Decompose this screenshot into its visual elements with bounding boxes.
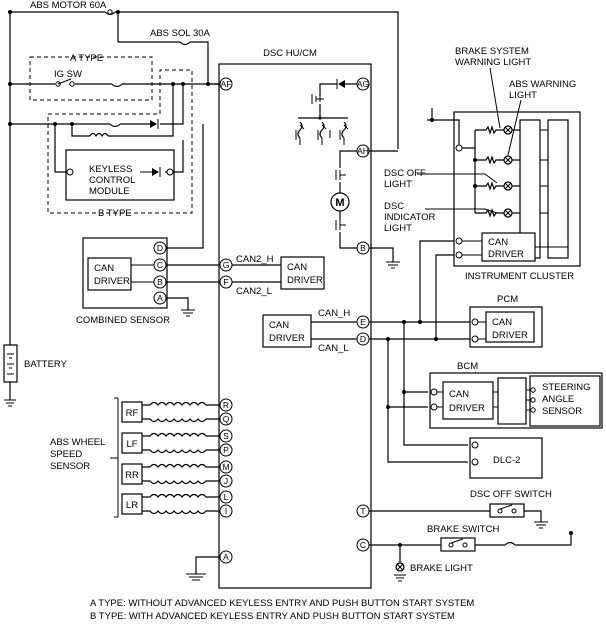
combined-can-line2: DRIVER: [94, 276, 130, 287]
dlc-label: DLC-2: [493, 455, 520, 466]
combined-sensor: CAN DRIVER D C B A COMBINED SENSOR: [76, 124, 220, 326]
brake-light-label: BRAKE LIGHT: [410, 563, 473, 574]
dsc-can2-driver-line1: CAN: [287, 262, 307, 273]
abs-wheel-speed-sensors: ABS WHEEL SPEED SENSOR RF LF RR LR: [50, 397, 220, 518]
can2-l-label: CAN2_L: [236, 286, 272, 297]
steering-line3: SENSOR: [542, 406, 582, 417]
bcm-can-line2: DRIVER: [449, 403, 485, 414]
sensor-rf: RF: [126, 408, 139, 419]
cs-pin-c: C: [157, 260, 163, 270]
brake-warning-line1: BRAKE SYSTEM: [455, 46, 529, 57]
pin-b-dsc: B: [360, 243, 366, 253]
pin-c-dsc: C: [360, 540, 366, 550]
dsc-indicator-line2: INDICATOR: [384, 212, 436, 223]
cluster-can-line2: DRIVER: [488, 249, 524, 260]
pin-l: L: [224, 492, 229, 502]
pin-ah: AH: [357, 146, 369, 156]
steering-line1: STEERING: [542, 382, 591, 393]
brake-switch-label: BRAKE SWITCH: [427, 524, 499, 535]
pin-t: T: [360, 506, 365, 516]
abs-sol-label: ABS SOL 30A: [150, 28, 211, 39]
pin-af: AF: [221, 79, 232, 89]
dsc-can-driver-line1: CAN: [269, 320, 289, 331]
dsc-can2-driver-line2: DRIVER: [287, 275, 323, 286]
instrument-cluster: INSTRUMENT CLUSTER BRAKE SYSTEM WARNING …: [369, 46, 581, 282]
keyless-line3: MODULE: [89, 186, 130, 197]
pin-s: S: [223, 431, 229, 441]
dsc-indicator-line1: DSC: [384, 201, 404, 212]
abs-warning-line1: ABS WARNING: [509, 79, 576, 90]
dsc-off-light-line1: DSC OFF: [384, 168, 426, 179]
pcm-can-line1: CAN: [492, 317, 512, 328]
b-type-label: B TYPE: [98, 208, 132, 219]
sensor-rr: RR: [125, 470, 139, 481]
dsc-title: DSC HU/CM: [263, 48, 317, 59]
combined-can-line1: CAN: [94, 263, 114, 274]
type-regions: A TYPE B TYPE: [29, 53, 193, 219]
combined-sensor-label: COMBINED SENSOR: [76, 315, 170, 326]
pin-m: M: [222, 462, 229, 472]
abs-motor-label: ABS MOTOR 60A: [30, 0, 107, 11]
pin-i: I: [225, 506, 227, 516]
pin-ag: AG: [357, 79, 369, 89]
pcm-label: PCM: [497, 294, 518, 305]
pin-p: P: [223, 445, 229, 455]
steering-line2: ANGLE: [542, 394, 574, 405]
can2-h-label: CAN2_H: [236, 254, 274, 265]
can-l-label: CAN_L: [318, 343, 349, 354]
dsc-hu-cm: DSC HU/CM AG AH B E D T C AF G F R Q S P…: [218, 48, 372, 589]
ig-sw-label: IG SW: [54, 69, 82, 80]
cs-pin-b: B: [157, 277, 163, 287]
pin-e: E: [360, 317, 366, 327]
pin-d: D: [360, 334, 366, 344]
can-bus: [369, 240, 472, 463]
bcm-can-line1: CAN: [449, 389, 469, 400]
cs-pin-d: D: [157, 243, 163, 253]
pin-a-dsc: A: [223, 552, 229, 562]
brake-switch: BRAKE SWITCH BRAKE LIGHT: [369, 524, 573, 582]
pcm: PCM CAN DRIVER: [469, 294, 543, 348]
a-type-label: A TYPE: [70, 53, 103, 64]
dsc-indicator-line3: LIGHT: [384, 223, 412, 234]
pin-f: F: [223, 277, 228, 287]
dsc-off-switch: DSC OFF SWITCH: [369, 489, 552, 529]
note-a-type: A TYPE: WITHOUT ADVANCED KEYLESS ENTRY A…: [90, 598, 474, 609]
dsc-off-light-line2: LIGHT: [384, 179, 412, 190]
cs-pin-a: A: [157, 293, 163, 303]
abs-wheel-line3: SENSOR: [50, 461, 90, 472]
sensor-lr: LR: [126, 500, 138, 511]
pin-g: G: [223, 260, 230, 270]
keyless-line2: CONTROL: [89, 175, 135, 186]
pin-r: R: [223, 400, 229, 410]
keyless-line1: KEYLESS: [89, 164, 132, 175]
abs-wheel-line2: SPEED: [50, 449, 82, 460]
abs-wheel-line1: ABS WHEEL: [50, 437, 105, 448]
dlc-2: DLC-2: [469, 437, 543, 479]
sensor-lf: LF: [126, 439, 137, 450]
pcm-can-line2: DRIVER: [492, 330, 528, 341]
can-h-label: CAN_H: [318, 308, 350, 319]
bcm: BCM CAN DRIVER STEERING ANGLE SENSOR: [429, 361, 603, 429]
power-supply: BATTERY ABS MOTOR 60A ABS SOL 30A IG SW: [3, 0, 399, 407]
note-b-type: B TYPE: WITH ADVANCED KEYLESS ENTRY AND …: [90, 611, 455, 622]
dsc-off-switch-label: DSC OFF SWITCH: [470, 489, 552, 500]
bcm-label: BCM: [457, 361, 478, 372]
cluster-label: INSTRUMENT CLUSTER: [465, 271, 574, 282]
brake-warning-line2: WARNING LIGHT: [455, 57, 531, 68]
abs-warning-line2: LIGHT: [509, 90, 537, 101]
dsc-can-driver-line2: DRIVER: [269, 333, 305, 344]
pin-q: Q: [223, 414, 230, 424]
cluster-can-line1: CAN: [488, 237, 508, 248]
battery-label: BATTERY: [24, 359, 68, 370]
motor-m: M: [335, 197, 344, 209]
keyless-control-module: KEYLESS CONTROL MODULE: [65, 140, 184, 201]
pin-j: J: [224, 476, 228, 486]
